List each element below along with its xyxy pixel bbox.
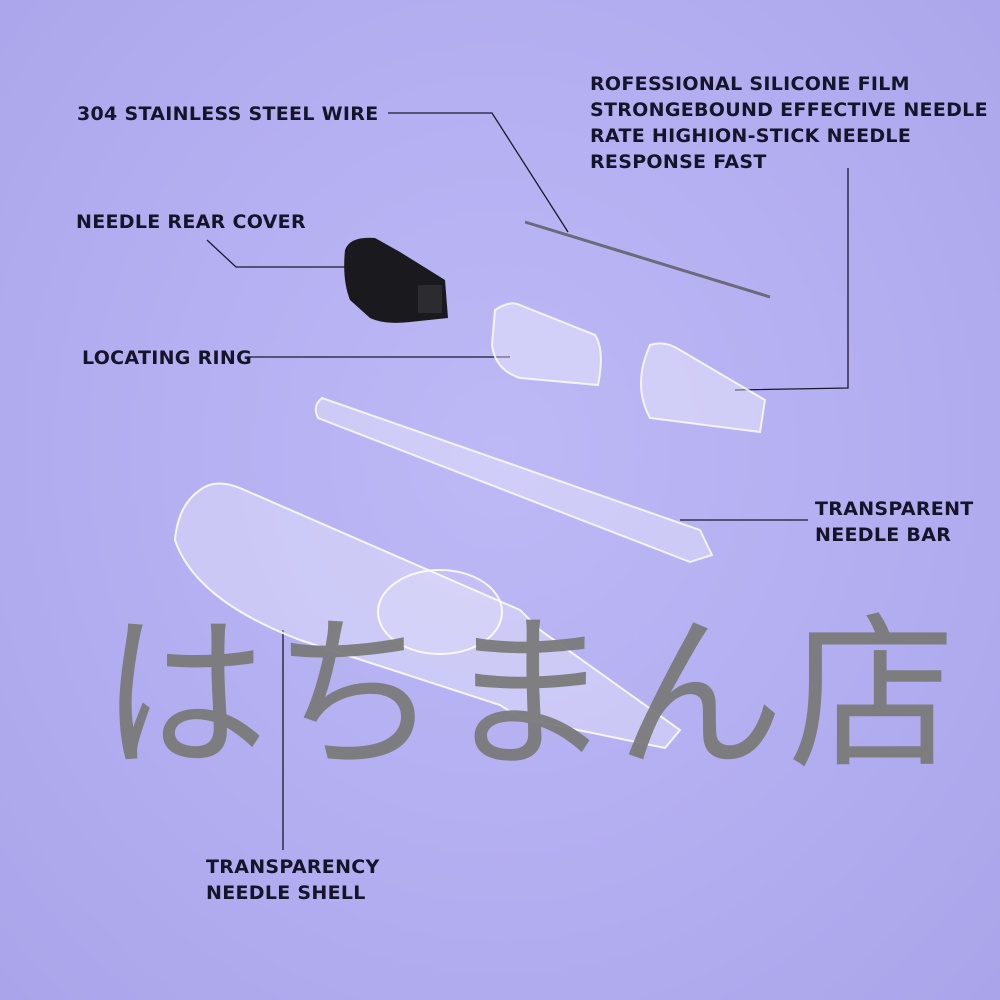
label-line: NEEDLE SHELL — [206, 882, 366, 904]
label-line: ROFESSIONAL SILICONE FILM — [590, 73, 910, 95]
label-line: NEEDLE BAR — [815, 524, 952, 546]
label-line: RESPONSE FAST — [590, 151, 767, 173]
watermark: はちまん店 — [100, 597, 960, 793]
label-silicone-film: ROFESSIONAL SILICONE FILM STRONGEBOUND E… — [590, 71, 988, 175]
label-steel-wire: 304 STAINLESS STEEL WIRE — [77, 103, 379, 125]
needle-rear-cover — [344, 237, 448, 323]
needle-cap — [640, 342, 767, 434]
leader-rear-cover — [206, 239, 350, 268]
label-line: TRANSPARENT — [815, 498, 974, 520]
label-line: RATE HIGHION-STICK NEEDLE — [590, 125, 912, 147]
label-line: TRANSPARENCY — [206, 856, 380, 878]
leader-lines — [206, 112, 849, 850]
leader-silicone-film — [734, 168, 849, 391]
leader-steel-wire — [388, 112, 569, 233]
needle-shell — [173, 482, 682, 750]
locating-ring — [490, 302, 602, 387]
label-line: STRONGEBOUND EFFECTIVE NEEDLE — [590, 99, 988, 121]
steel-wire — [524, 220, 771, 299]
label-needle-bar: TRANSPARENT NEEDLE BAR — [815, 496, 974, 548]
label-needle-shell: TRANSPARENCY NEEDLE SHELL — [206, 854, 380, 906]
label-rear-cover: NEEDLE REAR COVER — [76, 211, 306, 233]
needle-bar — [314, 396, 714, 564]
label-locating-ring: LOCATING RING — [82, 347, 252, 369]
